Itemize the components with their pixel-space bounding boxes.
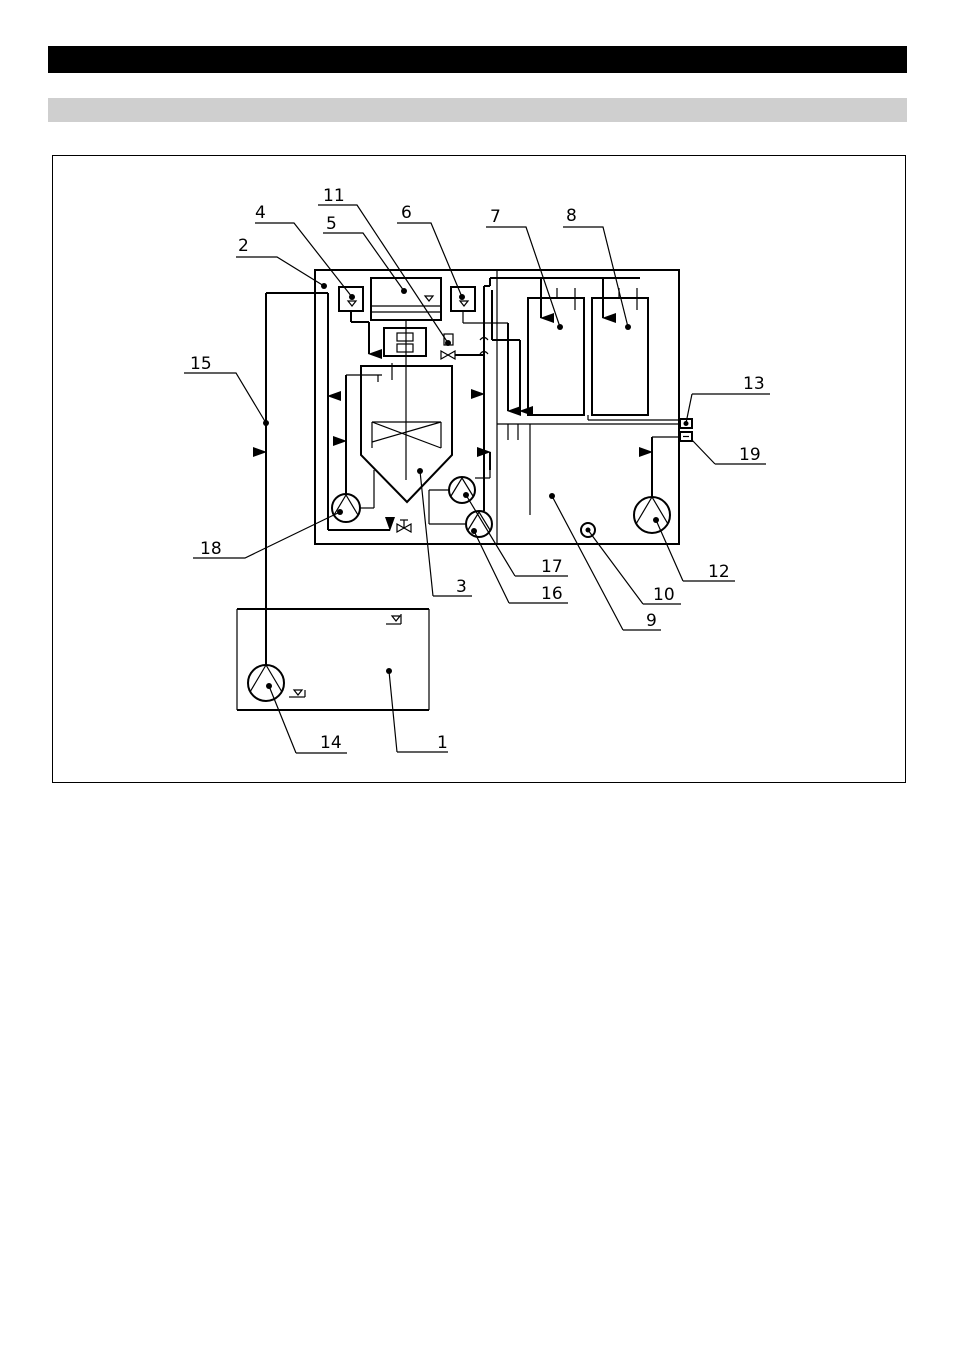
label-6: 6 [401, 203, 412, 223]
label-11: 11 [323, 186, 345, 206]
transfer-lines [480, 278, 640, 515]
reference-dots [263, 283, 659, 689]
label-10: 10 [653, 585, 675, 605]
label-15: 15 [190, 354, 212, 374]
left-return-line [328, 293, 390, 530]
label-3: 3 [456, 577, 467, 597]
pump-18 [332, 375, 382, 522]
leader-lines [184, 205, 770, 753]
chemical-tank-7 [528, 288, 584, 415]
label-2: 2 [238, 236, 249, 256]
clean-water-chamber [497, 415, 679, 424]
pump-14 [248, 665, 284, 701]
label-18: 18 [200, 539, 222, 559]
label-1: 1 [437, 733, 448, 753]
label-8: 8 [566, 206, 577, 226]
label-19: 19 [739, 445, 761, 465]
drain-valve [397, 520, 411, 532]
dosing-unit-5 [371, 278, 441, 480]
chemical-tank-8 [592, 288, 648, 415]
solenoid-valve-11 [441, 334, 484, 359]
label-5: 5 [326, 214, 337, 234]
label-14: 14 [320, 733, 342, 753]
pump-17 [429, 452, 490, 524]
label-4: 4 [255, 203, 266, 223]
connector-19 [680, 432, 692, 441]
label-17: 17 [541, 557, 563, 577]
label-12: 12 [708, 562, 730, 582]
label-13: 13 [743, 374, 765, 394]
label-7: 7 [490, 207, 501, 227]
label-16: 16 [541, 584, 563, 604]
label-9: 9 [646, 611, 657, 631]
